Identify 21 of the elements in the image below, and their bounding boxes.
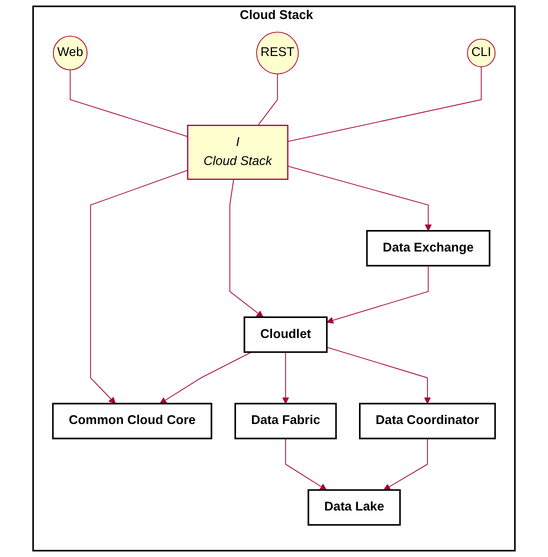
- node-box: Data Lake: [308, 489, 401, 526]
- node-box: Data Fabric: [234, 402, 337, 440]
- arrow: [160, 352, 252, 404]
- node-box: Common Cloud Core: [52, 402, 212, 440]
- node-circle: Web: [52, 36, 88, 70]
- connector: [258, 73, 278, 126]
- arrow: [229, 178, 264, 318]
- node-circle: REST: [256, 32, 299, 74]
- node-box: Data Coordinator: [359, 402, 496, 440]
- connector: [70, 69, 188, 137]
- node-circle: CLI: [467, 38, 496, 68]
- connector: [287, 66, 482, 142]
- node-box: Cloudlet: [244, 316, 328, 353]
- arrow: [326, 265, 429, 324]
- node-box: Data Exchange: [366, 230, 490, 266]
- arrow: [383, 438, 428, 490]
- arrow: [326, 346, 431, 404]
- arrow: [285, 438, 327, 490]
- arrow: [287, 166, 432, 232]
- arrow: [90, 170, 188, 404]
- arrow: [282, 352, 290, 404]
